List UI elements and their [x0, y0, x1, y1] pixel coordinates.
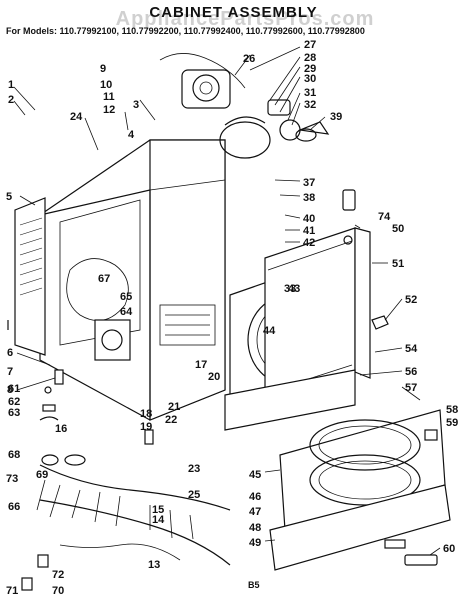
callout-25: 25 [188, 489, 200, 501]
callout-42: 42 [303, 237, 315, 249]
callout-33: 33 [284, 283, 296, 295]
callout-28: 28 [304, 52, 316, 64]
wire-harness [36, 464, 231, 566]
callout-73: 73 [6, 473, 18, 485]
side-panel [14, 197, 46, 356]
callout-16: 16 [55, 423, 67, 435]
callout-59: 59 [446, 417, 458, 429]
motor-assembly [159, 53, 271, 159]
callout-10: 10 [100, 79, 112, 91]
callout-71: 71 [6, 585, 18, 597]
callout-50: 50 [392, 223, 404, 235]
callout-8: 8 [7, 384, 13, 396]
callout-63: 63 [8, 407, 20, 419]
callout-4: 4 [128, 129, 135, 141]
callout-22: 22 [165, 414, 177, 426]
kickplate [269, 484, 451, 571]
callout-3: 3 [133, 99, 139, 111]
callout-61: 61 [8, 383, 20, 395]
callout-31: 31 [304, 87, 316, 99]
callout-29: 29 [304, 63, 316, 75]
callout-26: 26 [243, 53, 255, 65]
callout-58: 58 [446, 404, 458, 416]
door-assembly [279, 409, 446, 531]
callout-57: 57 [405, 382, 417, 394]
callout-51: 51 [392, 258, 404, 270]
front-panel [264, 227, 371, 401]
callout-13: 13 [148, 559, 160, 571]
leveling-legs [7, 320, 154, 445]
callout-18: 18 [140, 408, 152, 420]
callout-48: 48 [249, 522, 261, 534]
callout-64: 64 [120, 306, 133, 318]
callout-30: 30 [304, 73, 316, 85]
callout-74: 74 [378, 211, 391, 223]
callout-27: 27 [304, 39, 316, 51]
idler-assembly [267, 99, 330, 142]
callout-45: 45 [249, 469, 261, 481]
cabinet-body [39, 139, 226, 421]
callout-52: 52 [405, 294, 417, 306]
callout-14: 14 [152, 514, 165, 526]
callout-19: 19 [140, 421, 152, 433]
callout-24: 24 [70, 111, 83, 123]
callout-37: 37 [303, 177, 315, 189]
callout-labels: 1 2 3 4 5 6 7 8 9 10 11 12 13 14 15 16 1… [6, 39, 458, 597]
latch-parts [342, 189, 438, 441]
callout-67: 67 [98, 273, 110, 285]
callout-11: 11 [103, 91, 115, 103]
callout-68: 68 [8, 449, 20, 461]
callout-46: 46 [249, 491, 261, 503]
callout-15: 15 [152, 504, 164, 516]
callout-43: 43 [288, 283, 300, 295]
callout-69: 69 [36, 469, 48, 481]
callout-65: 65 [120, 291, 132, 303]
callout-66: 66 [8, 501, 20, 513]
callout-2: 2 [8, 94, 14, 106]
callout-17: 17 [195, 359, 207, 371]
callout-49: 49 [249, 537, 261, 549]
toe-panel [224, 369, 356, 431]
callout-12: 12 [103, 104, 115, 116]
callout-56: 56 [405, 366, 417, 378]
callout-70: 70 [52, 585, 64, 597]
callout-54: 54 [405, 343, 418, 355]
callout-72: 72 [52, 569, 64, 581]
models-line: For Models: 110.77992100, 110.77992200, … [6, 26, 365, 36]
callout-23: 23 [188, 463, 200, 475]
callout-1: 1 [8, 79, 14, 91]
callout-44: 44 [263, 325, 276, 337]
callout-6a: 6 [7, 347, 13, 359]
callout-40: 40 [303, 213, 315, 225]
callout-38: 38 [303, 192, 315, 204]
leader-lines [13, 46, 441, 556]
callout-41: 41 [303, 225, 315, 237]
callout-60: 60 [443, 543, 455, 555]
callout-5: 5 [6, 191, 12, 203]
callout-39: 39 [330, 111, 342, 123]
callout-21: 21 [168, 401, 180, 413]
callout-20: 20 [208, 371, 220, 383]
small-parts [21, 386, 86, 591]
callout-47: 47 [249, 506, 261, 518]
page-code: B5 [248, 580, 260, 590]
watermark: AppliancePartsPros.com [115, 8, 375, 30]
callout-62: 62 [8, 396, 20, 408]
callout-32: 32 [304, 99, 316, 111]
callout-7: 7 [7, 366, 13, 378]
callout-9: 9 [100, 63, 106, 75]
diagram-title: CABINET ASSEMBLY [149, 4, 318, 21]
